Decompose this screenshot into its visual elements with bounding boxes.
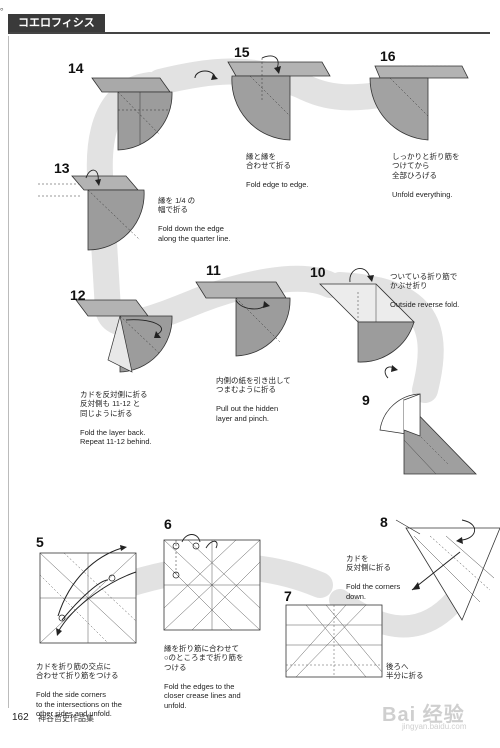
step-13-caption: 縁を 1/4 の 幅で折る Fold down the edge along t… (158, 186, 278, 253)
step-13-number: 13 (54, 160, 70, 176)
step-16-number: 16 (380, 48, 396, 64)
step-10-caption: ついている折り筋で かぶせ折り Outside reverse fold. (390, 262, 490, 319)
step-14-number: 14 (68, 60, 84, 76)
step-6-caption: 縁を折り筋に合わせて ○のところまで折り筋を つける Fold the edge… (164, 634, 276, 720)
step-11-caption-ja: 内側の紙を引き出して つまむように折る (216, 375, 291, 395)
step-12-figure (75, 299, 173, 373)
step-15-caption: 縁と縁を 合わせて折る Fold edge to edge. (246, 142, 346, 199)
step-8-caption: カドを 反対側に折る Fold the corners down. (346, 544, 436, 611)
step-12-number: 12 (70, 287, 86, 303)
page-header: コエロフィシス (8, 14, 490, 34)
step-10-caption-en: Outside reverse fold. (390, 300, 460, 309)
step-5-caption-ja: カドを折り筋の交点に 合わせて折り筋をつける (36, 661, 119, 681)
step-9-figure (379, 393, 477, 475)
step-13-figure (38, 169, 145, 251)
step-11-caption-en: Pull out the hidden layer and pinch. (216, 404, 279, 423)
step-6-figure (163, 534, 261, 631)
step-8-number: 8 (380, 514, 388, 530)
step-16-caption-en: Unfold everything. (392, 189, 453, 199)
step-6-caption-ja: 縁を折り筋に合わせて ○のところまで折り筋を つける (164, 643, 244, 672)
baidu-watermark: Bai 经验 jingyan.baidu.com (382, 698, 466, 731)
step-7-caption: 後ろへ 半分に折る (386, 652, 456, 690)
watermark-sub: jingyan.baidu.com (402, 722, 467, 731)
step-14-figure (91, 77, 173, 151)
step-15-caption-ja: 縁と縁を 合わせて折る (246, 151, 291, 171)
watermark-main: Bai 经验 (382, 704, 465, 726)
step-15-figure (227, 55, 331, 141)
book-title: 神谷哲史作品集 (38, 714, 94, 723)
step-8-caption-en: Fold the corners down. (346, 582, 401, 601)
step-10-figure (319, 268, 415, 363)
step-7-caption-ja: 後ろへ 半分に折る (386, 661, 424, 681)
step-10-caption-ja: ついている折り筋で かぶせ折り (390, 271, 458, 291)
step-16-figure (369, 65, 469, 141)
step-6-caption-en: Fold the edges to the closer crease line… (164, 681, 241, 710)
step-5-figure (39, 545, 137, 644)
step-10-number: 10 (310, 264, 326, 280)
step-5-caption: カドを折り筋の交点に 合わせて折り筋をつける Fold the side cor… (36, 652, 162, 728)
step-9-number: 9 (362, 392, 370, 408)
step-13-caption-ja: 縁を 1/4 の 幅で折る (158, 195, 196, 215)
step-8-caption-ja: カドを 反対側に折る (346, 553, 391, 573)
rotate-symbol (194, 70, 218, 80)
step-8-figure (395, 519, 500, 621)
step-15-caption-en: Fold edge to edge. (246, 180, 309, 189)
corner-mark: 。 (0, 3, 10, 13)
step-7-number: 7 (284, 588, 292, 604)
step-16-caption: しっかりと折り筋を つけてから 全部ひろげる Unfold everything… (392, 142, 492, 209)
step-15-number: 15 (234, 44, 250, 60)
step-11-figure (195, 281, 291, 357)
step-12-caption-en: Fold the layer back. Repeat 11-12 behind… (80, 427, 152, 447)
turn-over-arrow (384, 365, 398, 379)
step-6-number: 6 (164, 516, 172, 532)
page-number: 162 (12, 712, 29, 723)
step-11-caption: 内側の紙を引き出して つまむように折る Pull out the hidden … (216, 366, 326, 433)
step-5-caption-en: Fold the side corners to the intersectio… (36, 690, 122, 718)
step-11-number: 11 (206, 262, 221, 278)
step-12-caption-ja: カドを反対側に折る 反対側も 11-12 と 同じように折る (80, 389, 148, 418)
left-border-line (8, 36, 9, 708)
header-title: コエロフィシス (8, 14, 105, 32)
step-5-number: 5 (36, 534, 44, 550)
step-13-caption-en: Fold down the edge along the quarter lin… (158, 224, 231, 243)
step-12-caption: カドを反対側に折る 反対側も 11-12 と 同じように折る Fold the … (80, 380, 190, 456)
step-7-figure (285, 604, 383, 678)
step-16-caption-ja: しっかりと折り筋を つけてから 全部ひろげる (392, 151, 460, 180)
